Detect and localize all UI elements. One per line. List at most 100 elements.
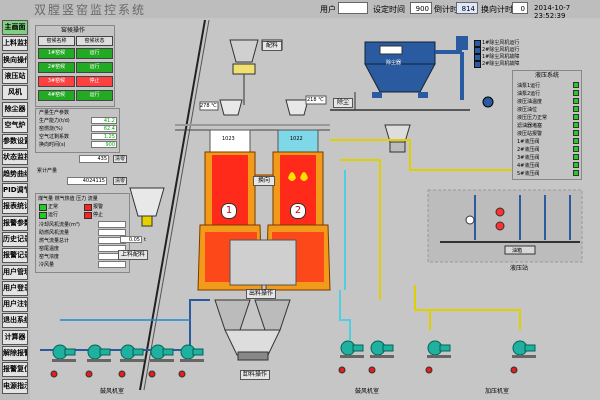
shaft-1-label: 1 (221, 203, 237, 219)
param-value: 1.25 (91, 133, 117, 140)
hydraulic-row: 液压油温度 (515, 97, 581, 105)
blower-fan-icon[interactable] (368, 340, 394, 374)
sidebar: 主画面上料监控换向操作液压站风机除尘器空气炉参数设置状态监控趋势曲线PID调节报… (0, 18, 30, 400)
set-time-field[interactable]: 900 S (410, 2, 432, 25)
sidebar-item-10[interactable]: PID调节 (2, 183, 28, 198)
blower-fan-icon[interactable] (148, 344, 174, 378)
feed-button[interactable]: 配料 (262, 41, 282, 51)
dust-indicator-light (474, 54, 481, 61)
loader-button[interactable]: 上料配料 (118, 250, 148, 260)
discharge-button[interactable]: 出料操作 (246, 289, 276, 299)
gas-row-label: 冷风量 (39, 262, 55, 268)
hydraulic-row-label: 液压压力正常 (517, 115, 548, 121)
param-label: 生产能力(t/d) (39, 118, 70, 124)
room-mid: 鼓风机室 (355, 388, 380, 395)
count-clear-2[interactable]: 清零 (113, 177, 127, 185)
fuel-row-name[interactable]: 4#窑候 (38, 90, 75, 101)
incline-conveyor (139, 19, 206, 391)
reversing-button[interactable]: 换向 (253, 176, 275, 186)
blower-fan-icon[interactable] (178, 344, 204, 378)
hydraulic-station-title: 液压站 (510, 265, 529, 272)
count-input-2[interactable]: 4024115 (67, 177, 107, 185)
shaft-2-label: 2 (290, 203, 306, 219)
gas-row-label: 窑气浓度 (39, 254, 60, 260)
fuel-row-name[interactable]: 3#窑候 (38, 76, 75, 87)
fuel-row-state: 运行 (76, 62, 113, 73)
blower-fan-icon[interactable] (50, 344, 76, 378)
sidebar-item-18[interactable]: 退出系统 (2, 313, 28, 329)
tank-label: 油箱 (512, 248, 523, 254)
sidebar-item-15[interactable]: 用户管理 (2, 264, 28, 280)
hydraulic-panel: 液压系统 油泵1运行油泵2运行液压油温度液压油位液压压力正常滤油器堵塞液压站报警… (512, 70, 582, 180)
blower-fan-icon[interactable] (85, 344, 111, 378)
sidebar-item-17[interactable]: 用户注销 (2, 297, 28, 313)
sidebar-item-22[interactable]: 电源指示 (2, 378, 28, 394)
blower-fan-icon[interactable] (425, 340, 451, 374)
hydraulic-row: 液压压力正常 (515, 113, 581, 121)
sidebar-item-2[interactable]: 换向操作 (2, 52, 28, 68)
sidebar-item-0[interactable]: 主画面 (2, 20, 28, 35)
hydraulic-status-light (573, 138, 579, 144)
dust-indicator-light (474, 61, 481, 68)
hydraulic-row: 油泵2运行 (515, 89, 581, 97)
legend-label: 停止 (93, 212, 104, 218)
sidebar-item-14[interactable]: 报警记录 (2, 248, 28, 264)
dust-button[interactable]: 除尘 (333, 98, 353, 108)
hydraulic-status-light (573, 122, 579, 128)
dust-indicator-light (474, 40, 481, 47)
sidebar-item-20[interactable]: 解除报警 (2, 346, 28, 361)
right-temp: 1022 (290, 136, 303, 142)
sidebar-item-9[interactable]: 趋势曲线 (2, 166, 28, 182)
sidebar-item-12[interactable]: 报警参数 (2, 215, 28, 231)
unload-button[interactable]: 卸料操作 (240, 370, 270, 380)
sidebar-item-11[interactable]: 报表统计 (2, 199, 28, 215)
fuel-row-name[interactable]: 1#窑候 (38, 48, 75, 59)
legend-swatch (39, 212, 47, 219)
sidebar-item-5[interactable]: 除尘器 (2, 101, 28, 117)
param-value: 41.2 (91, 117, 117, 124)
blower-fan-icon[interactable] (118, 344, 144, 378)
fuel-row-name[interactable]: 2#窑候 (38, 62, 75, 73)
kiln-top-hopper-left (219, 99, 243, 116)
reversal-label: 换向计时 (481, 5, 513, 14)
sidebar-item-13[interactable]: 历史记录 (2, 231, 28, 247)
fuel-row-state: 运行 (76, 48, 113, 59)
sidebar-item-16[interactable]: 用户登录 (2, 280, 28, 296)
sidebar-item-6[interactable]: 空气炉 (2, 117, 28, 133)
blower-fan-icon[interactable] (338, 340, 364, 374)
count-input-1[interactable]: 435 (79, 155, 109, 163)
param-label: 窑燃烧(%) (39, 126, 63, 132)
sidebar-item-19[interactable]: 计算器 (2, 329, 28, 345)
count-clear-1[interactable]: 清零 (113, 155, 127, 163)
fuel-col-state: 窑候状态 (76, 36, 113, 46)
fuel-row-state: 停止 (76, 76, 113, 87)
param-label: 空气过剩系数 (39, 134, 70, 140)
count-label-2: 累计产量 (37, 168, 58, 174)
blower-fan-icon[interactable] (510, 340, 536, 374)
hydraulic-status-light (573, 154, 579, 160)
sidebar-item-3[interactable]: 液压站 (2, 68, 28, 84)
top-temp-right: 218 ℃ (307, 97, 324, 103)
dust-collector-label: 除尘器 (386, 60, 402, 66)
counts-panel: 435 清零 累计产量 4024115 清零 (35, 152, 127, 192)
kiln-top-hopper-right (285, 99, 309, 116)
hydraulic-row-label: 油泵1运行 (517, 83, 541, 89)
hydraulic-row-label: 油泵2运行 (517, 91, 541, 97)
sidebar-item-8[interactable]: 状态监控 (2, 150, 28, 166)
sidebar-item-21[interactable]: 报警复位 (2, 362, 28, 378)
user-label: 用户 (320, 5, 336, 14)
set-time-label: 设定时间 (373, 5, 405, 14)
dust-indicator-label: 2#除尘风机运行 (482, 47, 520, 53)
hydraulic-row: 2#液压阀 (515, 145, 581, 153)
room-left: 鼓风机室 (100, 388, 125, 395)
sidebar-item-4[interactable]: 风机 (2, 85, 28, 101)
dust-indicator-label: 1#除尘风机故障 (482, 54, 520, 60)
hydraulic-row-label: 滤油器堵塞 (517, 123, 543, 129)
sidebar-item-1[interactable]: 上料监控 (2, 36, 28, 52)
hydraulic-row: 油泵1运行 (515, 81, 581, 89)
user-field[interactable] (338, 2, 368, 14)
sidebar-item-7[interactable]: 参数设置 (2, 134, 28, 150)
hydraulic-row-label: 4#液压阀 (517, 163, 540, 169)
